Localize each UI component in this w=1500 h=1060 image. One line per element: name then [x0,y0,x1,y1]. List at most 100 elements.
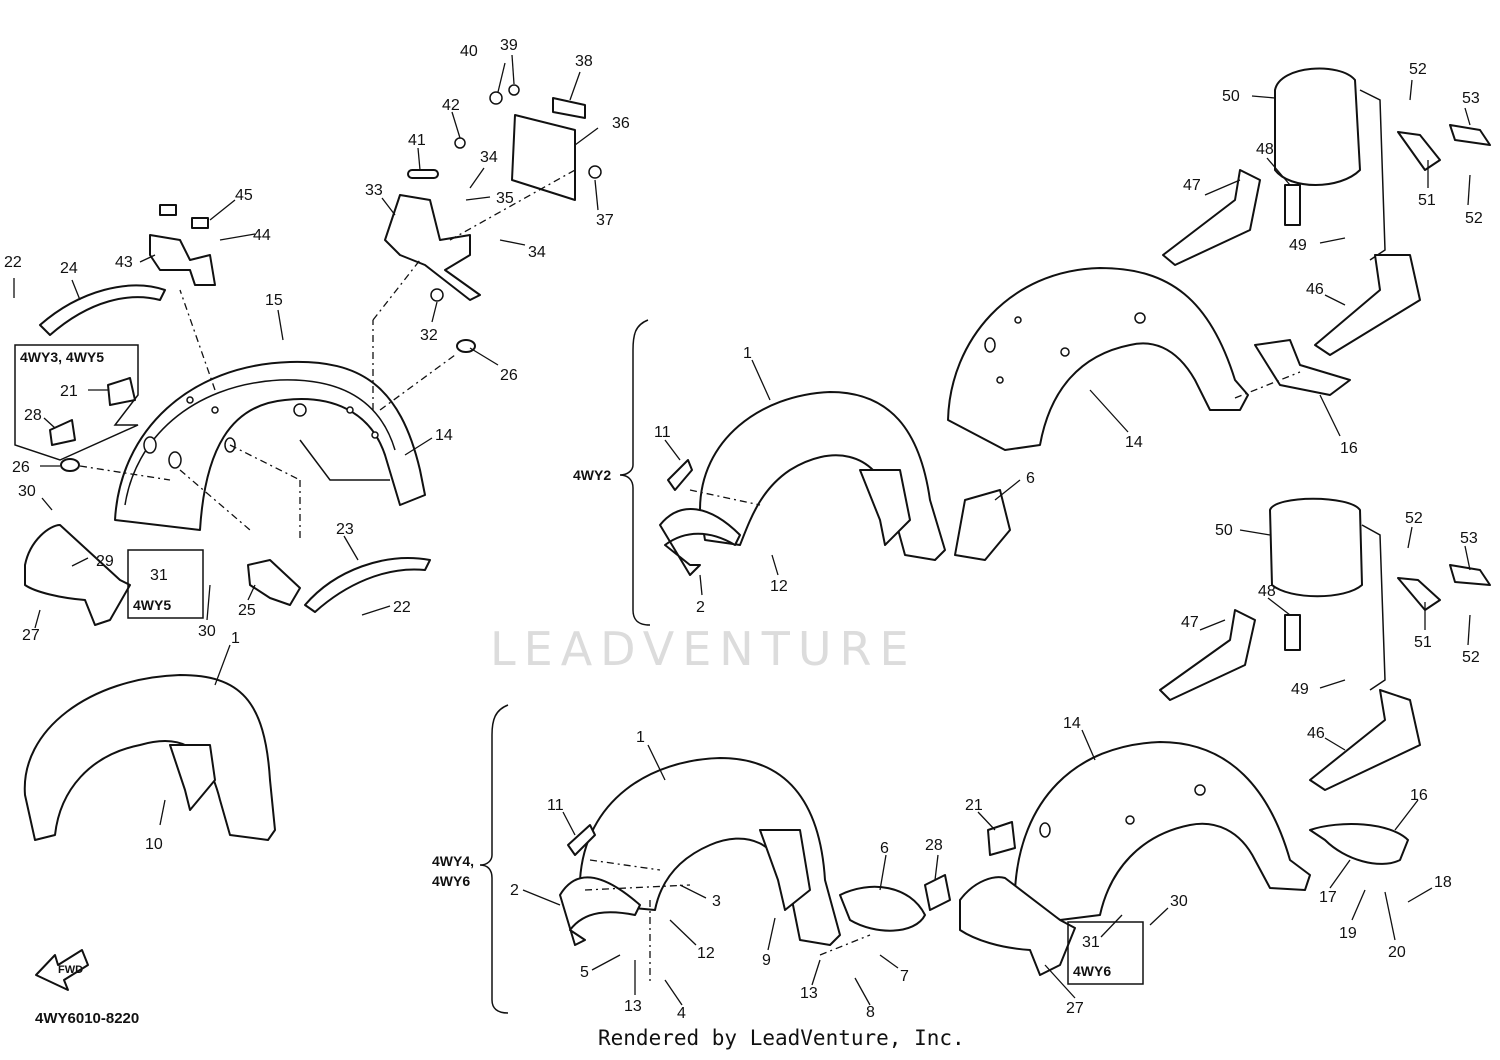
variant-box-4wy5: 4WY5 [127,549,204,619]
variant-label-4wy2: 4WY2 [573,467,611,483]
rail-trim-24 [39,284,166,336]
callout-c9: 9 [762,952,771,969]
callout-c25: 25 [238,602,256,619]
leaders-4wy4-backrest [1199,526,1471,751]
callout-c8: 8 [866,1004,875,1021]
callout-c50b: 50 [1215,522,1233,539]
callout-c22a: 22 [4,254,22,271]
grommet-26 [456,339,476,353]
callout-c35: 35 [496,190,514,207]
callout-c28b: 28 [925,837,943,854]
callout-c47a: 47 [1183,177,1201,194]
callout-c29: 29 [96,553,114,570]
callout-c40: 40 [460,43,478,60]
nut-32 [430,288,444,302]
watermark: LEADVENTURE [490,622,917,676]
callout-c49a: 49 [1289,237,1307,254]
callout-c41: 41 [408,132,426,149]
callout-c6a: 6 [1026,470,1035,487]
leaders-topleft [13,54,599,629]
grommet-26b [60,458,80,472]
callout-c31b: 31 [1082,934,1100,951]
fwd-arrow-icon: FWD [35,949,89,991]
callout-c26a: 26 [500,367,518,384]
callout-c51b: 51 [1414,634,1432,651]
callout-c33: 33 [365,182,383,199]
callout-c18: 18 [1434,874,1452,891]
callout-c53a: 53 [1462,90,1480,107]
callout-c7: 7 [900,968,909,985]
reflector-38 [552,97,586,119]
callout-c46b: 46 [1307,725,1325,742]
bracket-4wy4-4wy6 [479,704,509,1014]
callout-c11a: 11 [654,424,671,441]
callout-c19: 19 [1339,925,1357,942]
callout-c24: 24 [60,260,78,277]
callout-c1a: 1 [231,630,240,647]
bracket-25 [247,559,301,606]
callout-c37: 37 [596,212,614,229]
rear-fender-topleft [114,360,426,531]
callout-c32: 32 [420,327,438,344]
variant-label-4wy6-box: 4WY6 [1073,963,1111,979]
callout-c52d: 52 [1462,649,1480,666]
callout-c23: 23 [336,521,354,538]
callout-c30b: 30 [198,623,216,640]
pin-41 [407,169,439,179]
rear-fender-4wy6 [924,741,1409,976]
leaders-4wy2 [664,79,1471,596]
callout-c52c: 52 [1405,510,1423,527]
callout-c20: 20 [1388,944,1406,961]
nut-40 [489,91,503,105]
variant-label-4wy6-group: 4WY6 [432,873,470,889]
callout-c38: 38 [575,53,593,70]
callout-c1b: 1 [743,345,752,362]
callout-c2a: 2 [696,599,705,616]
backrest-4wy4 [1159,497,1491,791]
bracket-4wy2 [619,319,651,626]
variant-box-4wy3-4wy5: 4WY3, 4WY5 [14,344,139,461]
cap-42 [454,137,466,149]
callout-c5: 5 [580,964,589,981]
callout-c50a: 50 [1222,88,1240,105]
callout-c13b: 13 [800,985,818,1002]
callout-c16a: 16 [1340,440,1358,457]
callout-c43: 43 [115,254,133,271]
callout-c45: 45 [235,187,253,204]
callout-c31a: 31 [150,567,168,584]
license-bracket-33 [384,194,481,301]
tail-trim-27 [24,524,131,626]
footer-credit: Rendered by LeadVenture, Inc. [598,1026,965,1050]
clip-45b [191,217,209,229]
variant-label-4wy3-4wy5: 4WY3, 4WY5 [20,349,104,365]
callout-c11b: 11 [547,797,564,814]
nut-37 [588,165,602,179]
callout-c52b: 52 [1465,210,1483,227]
callout-c48a: 48 [1256,141,1274,158]
callout-c47b: 47 [1181,614,1199,631]
bracket-43 [149,234,216,286]
rail-trim-23 [304,557,431,613]
callout-c3: 3 [712,893,721,910]
callout-c14b: 14 [1125,434,1143,451]
callout-c34a: 34 [480,149,498,166]
front-fender-4wy4 [559,757,926,946]
callout-c4: 4 [677,1005,686,1022]
callout-c44: 44 [253,227,271,244]
callout-c16b: 16 [1410,787,1428,804]
callout-c42: 42 [442,97,460,114]
callout-c48b: 48 [1258,583,1276,600]
callout-c28a: 28 [24,407,42,424]
callout-c14c: 14 [1063,715,1081,732]
callout-c12b: 12 [697,945,715,962]
callout-c46a: 46 [1306,281,1324,298]
front-fender-4wy2 [659,391,1011,576]
leaders-4wy4 [522,729,1433,1006]
rear-fender-4wy2 [947,267,1351,451]
callout-c14a: 14 [435,427,453,444]
callout-c2b: 2 [510,882,519,899]
variant-label-4wy5: 4WY5 [133,597,171,613]
callout-c49b: 49 [1291,681,1309,698]
